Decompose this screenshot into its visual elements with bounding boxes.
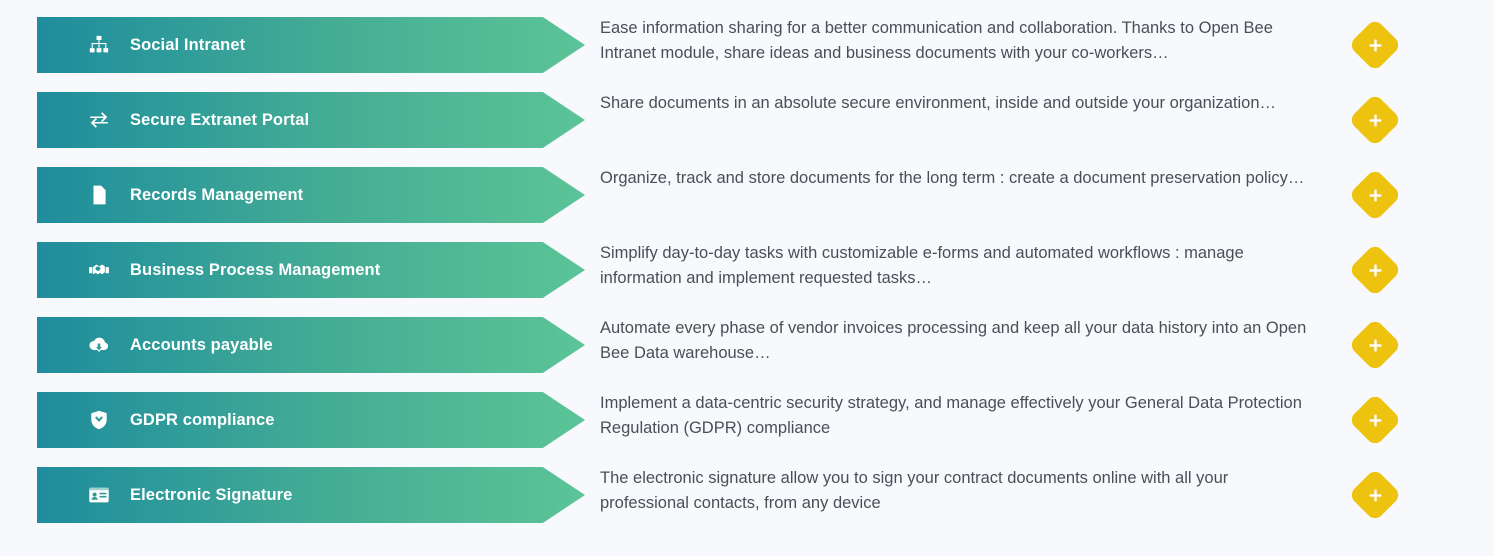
banner-content: Electronic Signature <box>37 467 585 523</box>
module-title: Business Process Management <box>130 260 381 279</box>
banner-content: GDPR compliance <box>37 392 585 448</box>
module-description: Implement a data-centric security strate… <box>600 394 1302 437</box>
module-title: Secure Extranet Portal <box>130 110 310 129</box>
module-row: Social Intranet Ease information sharing… <box>0 8 1494 83</box>
module-banner-3[interactable]: Business Process Management <box>37 242 585 298</box>
banner-arrow-shape <box>37 467 585 523</box>
plus-icon <box>1349 244 1401 296</box>
module-title: Records Management <box>130 185 304 204</box>
banner-arrow-shape <box>37 17 585 73</box>
module-description: Automate every phase of vendor invoices … <box>600 319 1307 362</box>
banner-arrow-shape <box>37 242 585 298</box>
module-expand-button[interactable] <box>1348 168 1402 222</box>
module-title: Social Intranet <box>130 35 246 54</box>
banner-arrow-shape <box>37 317 585 373</box>
module-description: Organize, track and store documents for … <box>600 169 1305 187</box>
plus-icon <box>1349 19 1401 71</box>
module-description: Simplify day-to-day tasks with customiza… <box>600 244 1244 287</box>
module-banner-2[interactable]: Records Management <box>37 167 585 223</box>
module-description: The electronic signature allow you to si… <box>600 469 1229 512</box>
handshake-icon <box>86 257 112 283</box>
banner-content: Secure Extranet Portal <box>37 92 585 148</box>
module-row: Business Process Management Simplify day… <box>0 233 1494 308</box>
shield-check-icon <box>86 407 112 433</box>
module-description: Ease information sharing for a better co… <box>600 19 1273 62</box>
module-title: Accounts payable <box>130 335 273 354</box>
module-row: Electronic Signature The electronic sign… <box>0 458 1494 533</box>
id-card-icon <box>86 482 112 508</box>
module-title: Electronic Signature <box>130 485 293 504</box>
banner-content: Accounts payable <box>37 317 585 373</box>
module-title: GDPR compliance <box>130 410 275 429</box>
module-expand-button[interactable] <box>1348 93 1402 147</box>
banner-arrow-shape <box>37 392 585 448</box>
module-expand-button[interactable] <box>1348 243 1402 297</box>
banner-content: Social Intranet <box>37 17 585 73</box>
module-expand-button[interactable] <box>1348 318 1402 372</box>
cloud-download-icon <box>86 332 112 358</box>
banner-arrow-shape <box>37 167 585 223</box>
banner-arrow-shape <box>37 92 585 148</box>
banner-content: Records Management <box>37 167 585 223</box>
plus-icon <box>1349 94 1401 146</box>
module-row: Records Management Organize, track and s… <box>0 158 1494 233</box>
plus-icon <box>1349 169 1401 221</box>
module-row: Secure Extranet Portal Share documents i… <box>0 83 1494 158</box>
module-expand-button[interactable] <box>1348 468 1402 522</box>
plus-icon <box>1349 319 1401 371</box>
sitemap-icon <box>86 32 112 58</box>
plus-icon <box>1349 469 1401 521</box>
module-banner-5[interactable]: GDPR compliance <box>37 392 585 448</box>
exchange-arrows-icon <box>86 107 112 133</box>
module-banner-6[interactable]: Electronic Signature <box>37 467 585 523</box>
module-description: Share documents in an absolute secure en… <box>600 94 1276 112</box>
module-row: GDPR compliance Implement a data-centric… <box>0 383 1494 458</box>
module-banner-0[interactable]: Social Intranet <box>37 17 585 73</box>
module-banner-1[interactable]: Secure Extranet Portal <box>37 92 585 148</box>
module-expand-button[interactable] <box>1348 393 1402 447</box>
module-expand-button[interactable] <box>1348 18 1402 72</box>
module-banner-4[interactable]: Accounts payable <box>37 317 585 373</box>
banner-content: Business Process Management <box>37 242 585 298</box>
plus-icon <box>1349 394 1401 446</box>
module-row: Accounts payable Automate every phase of… <box>0 308 1494 383</box>
file-document-icon <box>86 182 112 208</box>
